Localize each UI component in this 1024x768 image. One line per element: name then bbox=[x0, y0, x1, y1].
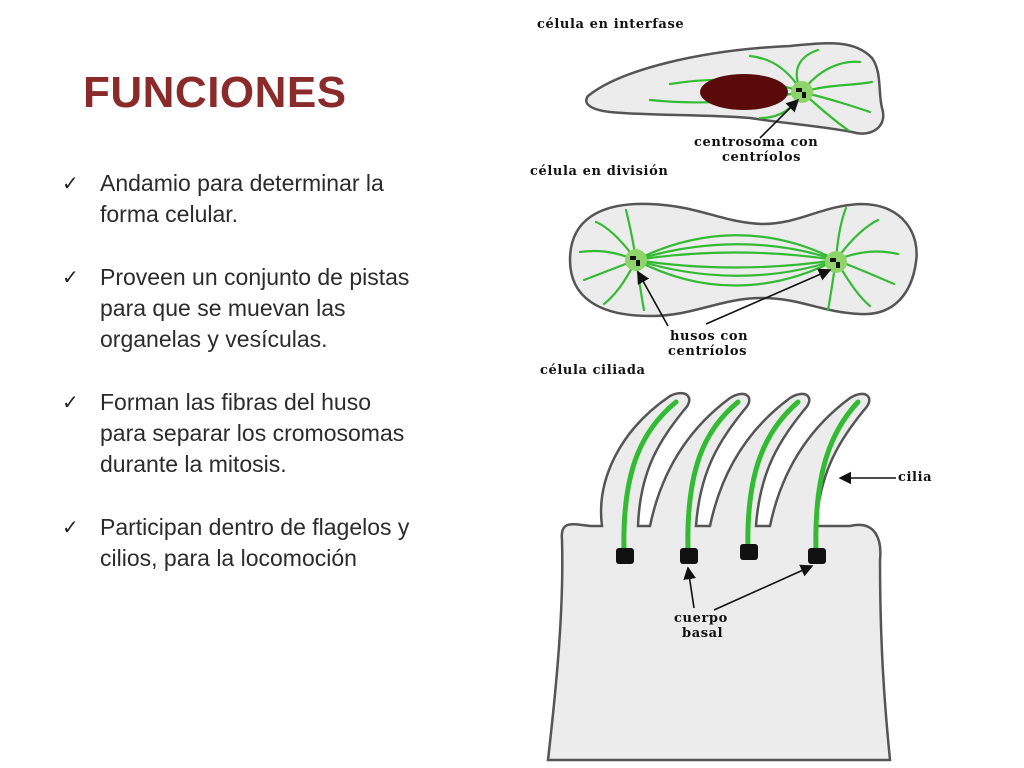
bullet-text: Forman las fibras del huso para separar … bbox=[100, 389, 405, 477]
basal-bodies bbox=[616, 544, 826, 564]
label-basal-2: basal bbox=[682, 626, 723, 641]
label-basal: cuerpo bbox=[674, 611, 728, 626]
checkmark-icon: ✓ bbox=[62, 171, 79, 195]
centrosome-arrow bbox=[759, 98, 800, 139]
label-interphase: célula en interfase bbox=[537, 17, 684, 32]
label-spindle-2: centríolos bbox=[668, 344, 747, 359]
spindle-arrow-left bbox=[637, 270, 669, 327]
label-centrosome-2: centríolos bbox=[722, 150, 801, 165]
bullet-item: ✓ Participan dentro de flagelos y cilios… bbox=[62, 512, 422, 574]
basal-arrow-left bbox=[683, 566, 696, 609]
basal-body bbox=[616, 548, 634, 564]
dividing-cell-body bbox=[568, 202, 918, 318]
centriole bbox=[636, 260, 640, 266]
checkmark-icon: ✓ bbox=[62, 515, 79, 539]
checkmark-icon: ✓ bbox=[62, 265, 79, 289]
label-cilia: cilia bbox=[898, 470, 932, 485]
basal-body bbox=[680, 548, 698, 564]
centriole bbox=[796, 88, 802, 92]
bullet-item: ✓ Andamio para determinar la forma celul… bbox=[62, 168, 422, 230]
centriole bbox=[630, 256, 636, 260]
label-spindle: husos con bbox=[670, 329, 748, 344]
cilia-microtubules bbox=[621, 399, 861, 555]
bullet-list: ✓ Andamio para determinar la forma celul… bbox=[62, 168, 422, 606]
interphase-cell bbox=[585, 42, 885, 135]
spindle-arrow-right bbox=[705, 268, 832, 325]
label-centrosome: centrosoma con bbox=[694, 135, 818, 150]
ciliated-cell bbox=[546, 391, 892, 762]
nucleus bbox=[700, 74, 788, 110]
cell-diagram: célula en interfase centrosoma con centr… bbox=[530, 17, 932, 762]
label-division: célula en división bbox=[530, 164, 668, 179]
bullet-text: Proveen un conjunto de pistas para que s… bbox=[100, 264, 410, 352]
slide-title: FUNCIONES bbox=[83, 68, 347, 117]
ciliated-cell-body bbox=[546, 391, 892, 762]
centriole bbox=[830, 258, 836, 262]
basal-body bbox=[740, 544, 758, 560]
bullet-item: ✓ Forman las fibras del huso para separa… bbox=[62, 387, 422, 480]
dividing-cell bbox=[568, 202, 918, 318]
cytoskeleton-figure: célula en interfase centrosoma con centr… bbox=[500, 0, 1024, 768]
checkmark-icon: ✓ bbox=[62, 390, 79, 414]
bullet-text: Andamio para determinar la forma celular… bbox=[100, 170, 384, 227]
centriole bbox=[836, 262, 840, 268]
basal-arrow-right bbox=[713, 564, 814, 611]
label-ciliated: célula ciliada bbox=[540, 363, 646, 378]
centriole bbox=[802, 92, 806, 98]
basal-body bbox=[808, 548, 826, 564]
bullet-item: ✓ Proveen un conjunto de pistas para que… bbox=[62, 262, 422, 355]
bullet-text: Participan dentro de flagelos y cilios, … bbox=[100, 514, 410, 571]
